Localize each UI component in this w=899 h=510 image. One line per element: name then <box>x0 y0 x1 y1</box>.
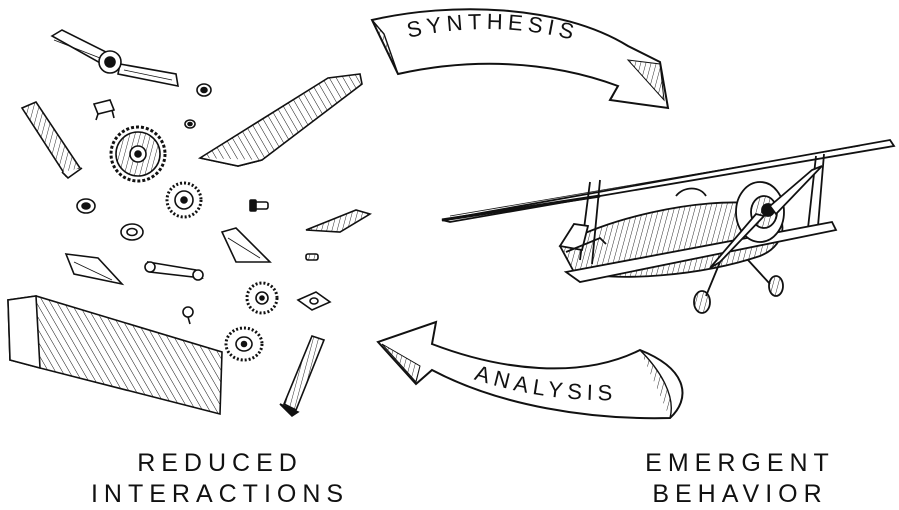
nut-part <box>197 84 211 96</box>
reduced-interactions-caption: REDUCED INTERACTIONS <box>60 448 380 510</box>
small-bolt-part <box>183 307 193 324</box>
bolt-part <box>250 200 268 211</box>
biplane-illustration <box>442 140 894 313</box>
ring-part <box>121 224 143 240</box>
caption-right-line-2: BEHAVIOR <box>610 479 870 510</box>
caption-left-line-2: INTERACTIONS <box>60 479 380 510</box>
washer-part <box>77 199 95 213</box>
propeller-part <box>52 30 178 86</box>
tire-part <box>167 183 201 217</box>
caption-left-line-1: REDUCED <box>60 448 380 479</box>
spring-part <box>306 254 318 260</box>
emergent-behavior-caption: EMERGENT BEHAVIOR <box>610 448 870 510</box>
stabilizer-part <box>306 210 370 232</box>
airplane-parts-group <box>8 30 370 416</box>
wing-strut-part <box>22 102 82 178</box>
bracket-part <box>94 100 114 120</box>
analysis-arrow: ANALYSIS <box>378 322 682 418</box>
gear-wheel-part <box>111 127 165 181</box>
rudder-part <box>222 228 270 262</box>
plate-part <box>298 292 330 310</box>
washer-part <box>185 120 195 128</box>
small-gear-part <box>247 283 277 313</box>
caption-right-line-1: EMERGENT <box>610 448 870 479</box>
elevator-part <box>66 254 122 284</box>
landing-strut-part <box>280 336 324 416</box>
synthesis-arrow: SYNTHESIS <box>372 9 668 108</box>
axle-part <box>145 262 203 280</box>
upper-wing-part <box>200 74 362 166</box>
lower-tire-part <box>226 328 262 360</box>
